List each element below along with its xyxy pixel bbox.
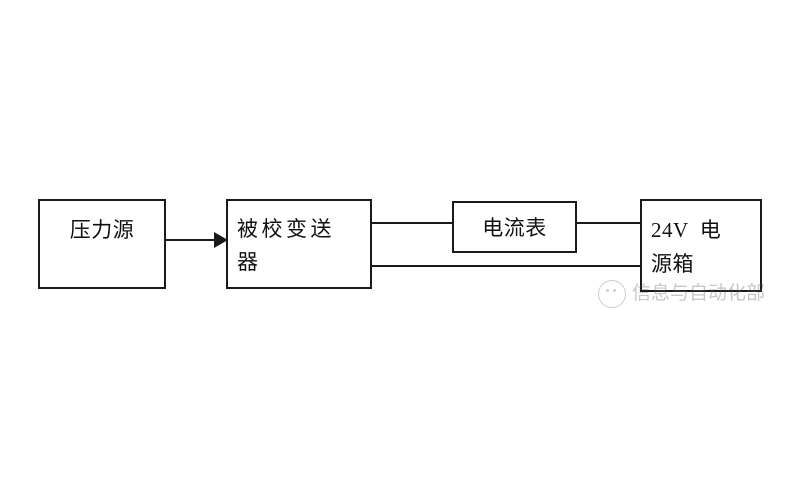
arrow-head-icon [214,232,228,248]
block-power-supply-box-label: 24V 电 源箱 [651,218,722,276]
connector-ammeter-to-power-supply-box [576,222,642,224]
block-ammeter-label: 电流表 [482,216,547,240]
block-pressure-source: 压力源 [38,199,166,289]
block-transmitter-label: 被校变送 器 [237,217,335,274]
connector-transmitter-to-ammeter [371,222,454,224]
block-ammeter: 电流表 [452,201,577,253]
block-power-supply-box: 24V 电 源箱 [640,199,762,292]
connector-loop-return-transmitter-to-power-supply-box [371,265,642,267]
block-transmitter: 被校变送 器 [226,199,372,289]
wechat-circle-icon [598,280,626,308]
block-pressure-source-label: 压力源 [69,218,135,242]
connector-pressure-source-to-transmitter [166,239,218,241]
